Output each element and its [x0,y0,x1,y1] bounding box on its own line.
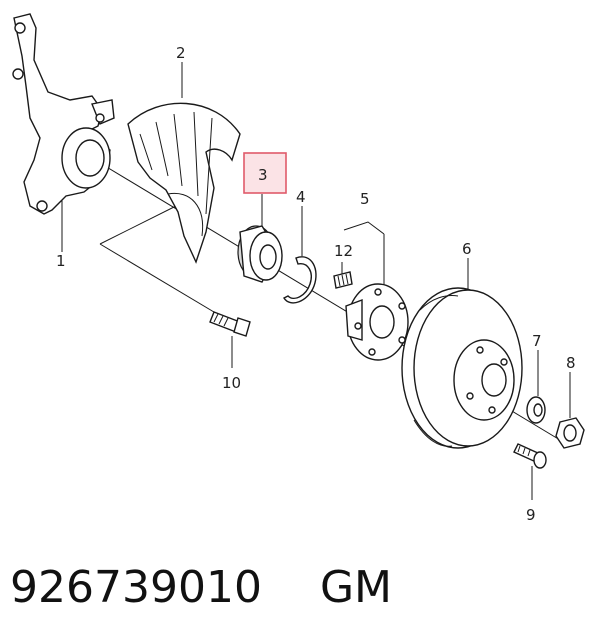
callout-2: 2 [176,44,186,62]
hub-nut [555,417,585,449]
steering-knuckle [12,13,115,215]
washer [526,396,546,424]
callout-5: 5 [360,190,370,208]
callout-7: 7 [532,332,542,350]
callout-4: 4 [296,188,306,206]
disc-screw [513,443,547,469]
callout-9: 9 [526,506,536,524]
snap-ring [283,256,317,304]
callout-6: 6 [462,240,472,258]
part-number: 926739010 [10,562,262,613]
brake-disc [401,287,523,449]
shield-bolt [209,311,251,337]
exploded-parts-diagram: 1 2 3 4 5 12 6 7 8 9 10 [12,13,585,524]
callout-10: 10 [222,374,241,392]
wheel-bearing [237,225,283,283]
callout-8: 8 [566,354,576,372]
part-footer: 926739010 GM [10,548,590,628]
highlighted-callout-box [243,152,287,194]
wheel-hub [345,283,409,361]
callout-1: 1 [56,252,66,270]
dust-shield [127,102,241,264]
callout-12: 12 [334,242,353,260]
callout-3: 3 [258,166,268,184]
brand-name: GM [319,562,393,613]
hub-bolt [333,271,353,289]
